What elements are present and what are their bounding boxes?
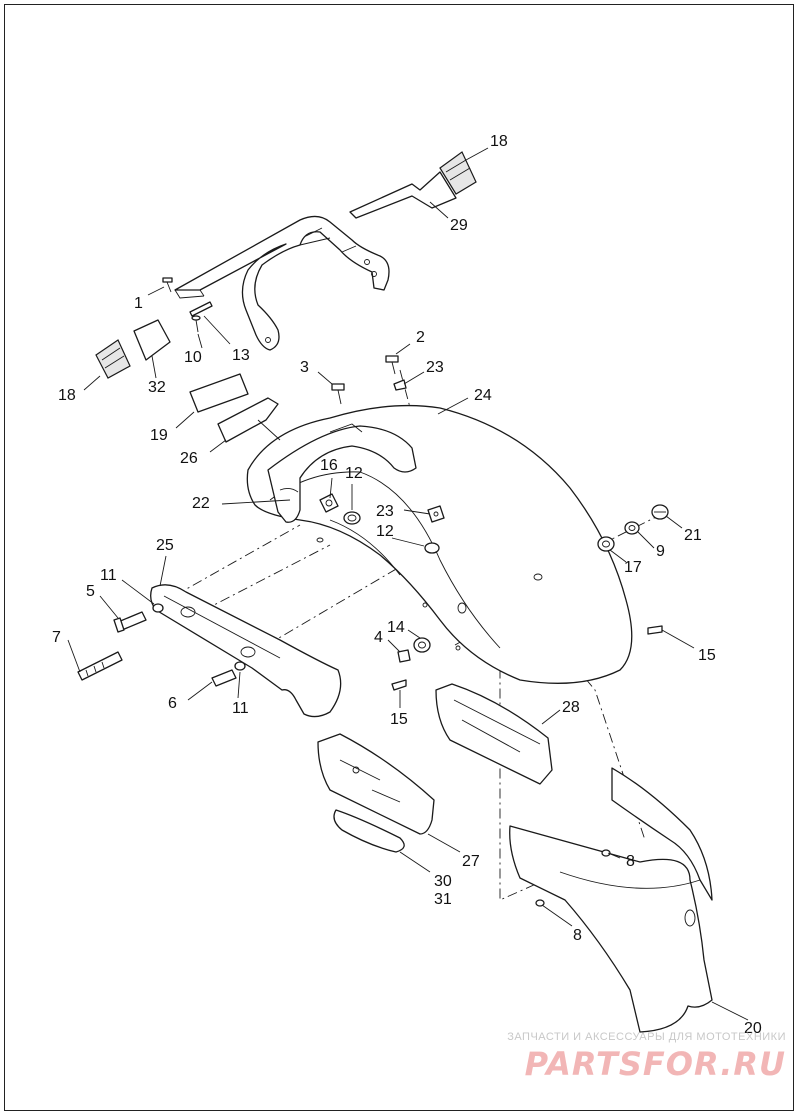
callout-13: 13 (232, 347, 250, 364)
callout-30: 30 (434, 873, 452, 890)
washer-part-17 (597, 536, 615, 552)
spacer-part-12-upper (343, 511, 361, 525)
bolt-part-2 (385, 355, 399, 375)
grommet-part-16 (319, 493, 339, 513)
callout-32: 32 (148, 379, 166, 396)
callout-9: 9 (656, 543, 665, 560)
callout-14: 14 (387, 619, 405, 636)
callout-11-lower: 11 (232, 700, 249, 717)
fastener-part-10-13 (189, 301, 213, 333)
callout-26: 26 (180, 450, 198, 467)
callout-11-upper: 11 (100, 567, 117, 584)
callout-1: 1 (134, 295, 143, 312)
side-rail-part-25 (150, 584, 342, 718)
watermark-caption: ЗАПЧАСТИ И АКСЕССУАРЫ ДЛЯ МОТОТЕХНИКИ (507, 1031, 786, 1043)
screw-part-15-center (391, 679, 407, 691)
callout-15-right: 15 (698, 647, 716, 664)
callout-28: 28 (562, 699, 580, 716)
callout-22: 22 (192, 495, 210, 512)
callout-15-center: 15 (390, 711, 408, 728)
washer-part-9 (624, 521, 640, 535)
nut-part-23-lower (427, 505, 445, 523)
washer-part-14 (413, 637, 431, 653)
callout-12-upper: 12 (345, 465, 363, 482)
screw-part-15-right (647, 625, 663, 635)
callout-23-upper: 23 (426, 359, 444, 376)
stud-part-7 (77, 651, 123, 681)
nut-part-23-upper (393, 379, 407, 391)
callout-6: 6 (168, 695, 177, 712)
callout-17: 17 (624, 559, 642, 576)
drawing-border (4, 4, 794, 1111)
rear-fender-part-24 (246, 404, 633, 684)
bolt-part-4 (397, 649, 411, 663)
callout-19: 19 (150, 427, 168, 444)
reflector-part-18-left (95, 339, 131, 379)
plate-part-19 (189, 373, 249, 413)
callout-29: 29 (450, 217, 468, 234)
washer-part-8-lower (535, 899, 545, 907)
bracket-part-29 (349, 171, 457, 219)
callout-16: 16 (320, 457, 338, 474)
spacer-part-12-lower (424, 542, 440, 554)
callout-numbers: 1 2 3 4 5 6 7 8 8 9 10 11 11 12 12 13 14… (52, 133, 762, 1037)
callout-3: 3 (300, 359, 309, 376)
callout-18-right: 18 (490, 133, 508, 150)
plate-part-26 (217, 397, 279, 443)
washer-part-8-upper (601, 849, 611, 857)
screw-part-1 (162, 277, 173, 293)
callout-7: 7 (52, 629, 61, 646)
cap-part-21 (651, 504, 669, 520)
reflector-part-18-right (439, 151, 477, 195)
callout-23-lower: 23 (376, 503, 394, 520)
callout-24: 24 (474, 387, 492, 404)
lower-fender-part-20 (509, 767, 713, 1033)
license-bracket-part-27 (317, 733, 435, 835)
mount-bracket-part-28 (435, 683, 553, 785)
bolt-part-6 (211, 669, 237, 687)
washer-part-11-lower (234, 661, 246, 671)
callout-27: 27 (462, 853, 480, 870)
light-lens-part-30 (333, 809, 405, 853)
callout-5: 5 (86, 583, 95, 600)
callout-2: 2 (416, 329, 425, 346)
washer-part-11-upper (152, 603, 164, 613)
callout-8-upper: 8 (626, 853, 635, 870)
leader-lines (67, 147, 749, 1021)
fender-strap-part-22 (267, 423, 417, 523)
callout-21: 21 (684, 527, 702, 544)
reflector-part-32 (133, 319, 171, 361)
watermark-logo: PARTSFOR.RU (524, 1045, 786, 1083)
watermark: ЗАПЧАСТИ И АКСЕССУАРЫ ДЛЯ МОТОТЕХНИКИ PA… (507, 1031, 786, 1083)
callout-18-left: 18 (58, 387, 76, 404)
callout-8-lower: 8 (573, 927, 582, 944)
callout-31: 31 (434, 891, 452, 908)
callout-25: 25 (156, 537, 174, 554)
callout-20: 20 (744, 1020, 762, 1037)
seat-rail-bracket (174, 215, 390, 351)
callout-10: 10 (184, 349, 202, 366)
bolt-part-5 (113, 611, 147, 633)
callout-4: 4 (374, 629, 383, 646)
callout-12-lower: 12 (376, 523, 394, 540)
bolt-part-3 (331, 383, 345, 405)
